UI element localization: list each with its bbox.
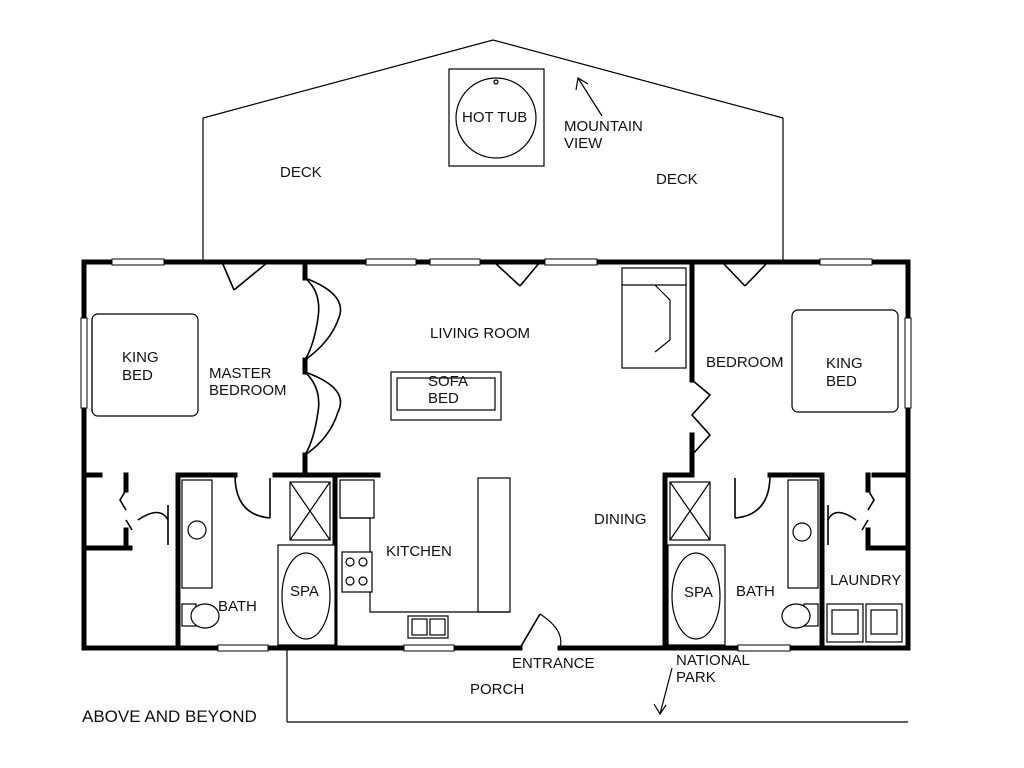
label-bedroom: BEDROOM <box>706 354 784 371</box>
label-dining: DINING <box>594 511 647 528</box>
label-king-bed-right-2: BED <box>826 373 857 390</box>
label-mountain-view-1: MOUNTAIN <box>564 118 643 135</box>
label-spa-left: SPA <box>290 583 319 600</box>
entrance-door <box>519 613 562 649</box>
label-sofa-bed-2: BED <box>428 390 459 407</box>
windows <box>80 258 912 652</box>
deck-doors <box>221 261 769 291</box>
interior-walls <box>81 259 911 651</box>
left-closet-doors <box>119 474 271 545</box>
bedroom-folding-door <box>690 379 712 456</box>
left-bath-fixtures <box>181 479 336 646</box>
mountain-view-arrow <box>575 77 603 117</box>
label-master-bedroom-1: MASTER <box>209 365 272 382</box>
label-hot-tub: HOT TUB <box>462 109 527 126</box>
plan-title: ABOVE AND BEYOND <box>82 707 257 726</box>
label-sofa-bed-1: SOFA <box>428 373 468 390</box>
sofa-bed <box>390 371 502 421</box>
label-laundry: LAUNDRY <box>830 572 901 589</box>
deck-outline <box>202 39 784 262</box>
laundry-appliances <box>826 603 903 643</box>
hot-tub <box>448 68 545 167</box>
fireplace <box>621 267 687 369</box>
closet-doors-master <box>304 277 342 456</box>
king-bed-left <box>91 313 199 417</box>
label-national-park-1: NATIONAL <box>676 652 750 669</box>
label-bath-left: BATH <box>218 598 257 615</box>
label-king-bed-left-1: KING <box>122 349 159 366</box>
label-master-bedroom-2: BEDROOM <box>209 382 287 399</box>
label-living-room: LIVING ROOM <box>430 325 530 342</box>
label-porch: PORCH <box>470 681 524 698</box>
right-bath-fixtures <box>667 479 819 646</box>
right-closet-doors <box>734 474 875 545</box>
label-spa-right: SPA <box>684 584 713 601</box>
label-bath-right: BATH <box>736 583 775 600</box>
label-mountain-view-2: VIEW <box>564 135 603 152</box>
label-king-bed-left-2: BED <box>122 367 153 384</box>
porch-outline <box>286 648 908 723</box>
exterior-walls <box>81 259 911 651</box>
national-park-arrow <box>653 667 673 716</box>
label-national-park-2: PARK <box>676 669 716 686</box>
label-king-bed-right-1: KING <box>826 355 863 372</box>
label-entrance: ENTRANCE <box>512 655 595 672</box>
kitchen-counters <box>339 477 511 639</box>
label-deck-left: DECK <box>280 164 322 181</box>
label-kitchen: KITCHEN <box>386 543 452 560</box>
label-deck-right: DECK <box>656 171 698 188</box>
king-bed-right <box>791 309 899 413</box>
